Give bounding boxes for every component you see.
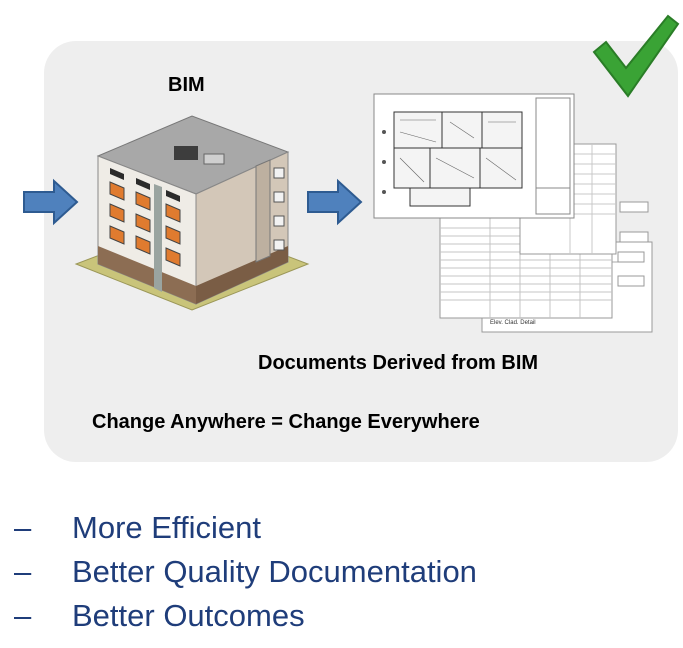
- list-item: – Better Quality Documentation: [14, 550, 477, 594]
- benefits-list: – More Efficient – Better Quality Document…: [14, 506, 477, 638]
- drawing-sheets-icon: Elev. Clad. Detail: [373, 93, 653, 333]
- list-item-text: Better Outcomes: [72, 598, 305, 633]
- arrow-right-icon: [23, 178, 79, 226]
- list-item-text: Better Quality Documentation: [72, 554, 477, 589]
- arrow-right-icon: [307, 178, 363, 226]
- building-icon: [74, 115, 310, 311]
- list-item: – Better Outcomes: [14, 594, 477, 638]
- documents-caption: Documents Derived from BIM: [258, 352, 539, 374]
- bullet-dash: –: [14, 510, 32, 545]
- bullet-dash: –: [14, 598, 32, 633]
- change-caption: Change Anywhere = Change Everywhere: [92, 411, 480, 433]
- svg-text:Elev. Clad. Detail: Elev. Clad. Detail: [490, 320, 536, 326]
- list-item: – More Efficient: [14, 506, 477, 550]
- checkmark-icon: [592, 14, 680, 98]
- bullet-dash: –: [14, 554, 32, 589]
- bim-label: BIM: [168, 74, 205, 96]
- list-item-text: More Efficient: [72, 510, 261, 545]
